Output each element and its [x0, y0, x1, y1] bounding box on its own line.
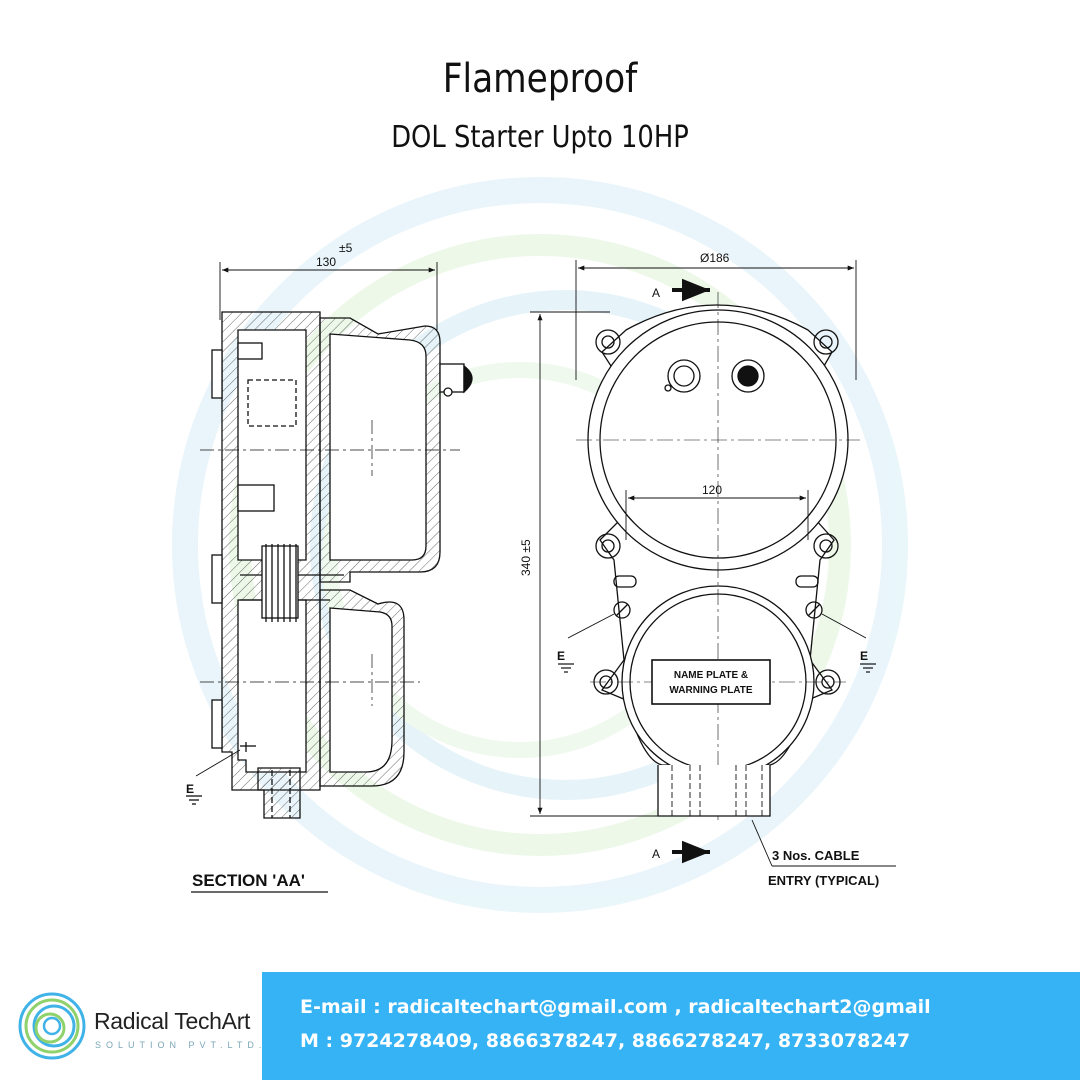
earth-label-section: E — [186, 782, 194, 796]
technical-drawing: 130 ±5 E SECTION 'AA' — [172, 177, 908, 913]
contact-email: E-mail : radicaltechart@gmail.com , radi… — [300, 996, 931, 1018]
nameplate-text-2: WARNING PLATE — [669, 685, 752, 696]
brand-subtitle: SOLUTION PVT.LTD. — [95, 1040, 267, 1050]
contact-phone: M : 9724278409, 8866378247, 8866278247, … — [300, 1030, 911, 1052]
page-title: Flameproof — [442, 56, 638, 102]
section-arrow-bottom: A — [652, 847, 660, 861]
cable-note-2: ENTRY (TYPICAL) — [768, 873, 879, 888]
diameter-dimension: Ø186 — [700, 251, 730, 265]
width-tolerance: ±5 — [339, 241, 353, 255]
nameplate-text-1: NAME PLATE & — [674, 670, 748, 681]
brand-name: Radical TechArt — [94, 1008, 251, 1034]
brand-logo-icon — [18, 992, 86, 1060]
center-dimension: 120 — [702, 483, 722, 497]
section-arrow-top: A — [652, 286, 660, 300]
cable-note-1: 3 Nos. CABLE — [772, 848, 860, 863]
footer-brand — [0, 972, 262, 1080]
page-subtitle: DOL Starter Upto 10HP — [391, 120, 689, 155]
earth-label-right: E — [860, 649, 868, 663]
front-view — [530, 260, 896, 867]
width-dimension: 130 — [316, 255, 336, 269]
section-view — [186, 262, 473, 819]
earth-label-left: E — [557, 649, 565, 663]
section-title: SECTION 'AA' — [192, 871, 305, 890]
contact-bar: E-mail : radicaltechart@gmail.com , radi… — [262, 972, 1080, 1080]
height-dimension: 340 ±5 — [519, 539, 533, 576]
